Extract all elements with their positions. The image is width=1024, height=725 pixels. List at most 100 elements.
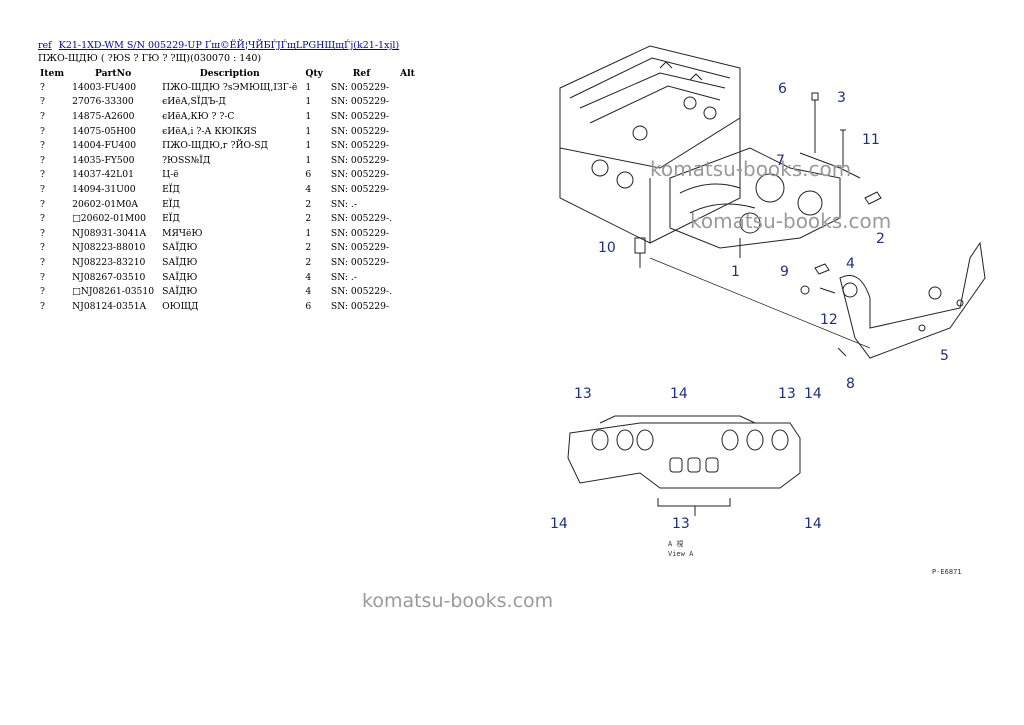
cell-item: ? xyxy=(40,96,45,108)
cell-desc: SАЇДЮ xyxy=(162,256,198,268)
cell-ref: SN: 005229- xyxy=(330,81,390,93)
callout-5: 5 xyxy=(940,348,949,364)
cell-desc: ОЮЩД xyxy=(162,300,199,312)
cell-item: ? xyxy=(40,271,45,283)
watermark-overlay-1: komatsu-books.com xyxy=(650,157,851,181)
view-a-kanji-label: A 視 xyxy=(668,539,683,548)
callout-4: 4 xyxy=(846,256,855,272)
cell-partno: 14075-05H00 xyxy=(72,125,136,137)
cell-partno: 14875-A2600 xyxy=(72,110,135,122)
cell-alt xyxy=(396,284,424,299)
bracket-drawing xyxy=(839,241,986,359)
callout-2: 2 xyxy=(876,231,885,247)
cell-qty: 1 xyxy=(305,110,312,122)
cell-alt xyxy=(396,124,424,139)
cell-qty: 4 xyxy=(305,183,312,195)
cell-qty: 1 xyxy=(305,227,312,239)
cell-alt xyxy=(396,226,424,241)
cell-ref: SN: 005229- xyxy=(330,256,390,268)
cell-ref: SN: 005229- xyxy=(330,169,390,181)
engine-block-drawing xyxy=(559,45,871,349)
callout-13-b: 13 xyxy=(778,386,796,402)
cell-alt xyxy=(396,270,424,285)
cell-item: ? xyxy=(40,110,45,122)
callout-3: 3 xyxy=(837,90,846,106)
cell-item: ? xyxy=(40,300,45,312)
cell-qty: 2 xyxy=(305,213,312,225)
cell-partno: 14004-FU400 xyxy=(72,140,137,152)
cell-desc: SАЇДЮ xyxy=(162,242,198,254)
cell-alt xyxy=(396,138,424,153)
cell-qty: 1 xyxy=(305,125,312,137)
cell-qty: 4 xyxy=(305,271,312,283)
cell-ref: SN: .- xyxy=(330,198,357,210)
cell-qty: 6 xyxy=(305,300,312,312)
cell-partno: 14094-31U00 xyxy=(72,183,136,195)
cell-ref: SN: 005229-. xyxy=(330,213,393,225)
gasket-view-drawing xyxy=(567,415,801,516)
cell-qty: 2 xyxy=(305,256,312,268)
callout-7: 7 xyxy=(776,153,785,169)
callout-8: 8 xyxy=(846,376,855,392)
cell-desc: ЕЇД xyxy=(162,213,180,225)
cell-desc: ЕЇД xyxy=(162,198,180,210)
cell-ref: SN: 005229- xyxy=(330,242,390,254)
cell-item: ? xyxy=(40,242,45,254)
col-header-qty: Qty xyxy=(305,67,323,79)
callout-13-a: 13 xyxy=(574,386,592,402)
cell-partno: 27076-33300 xyxy=(72,96,134,108)
figure-code: P-E6871 xyxy=(932,568,962,576)
parts-table: Item PartNo Description Qty Ref Alt ?140… xyxy=(36,66,424,314)
cell-alt xyxy=(396,211,424,226)
cell-ref: SN: 005229- xyxy=(330,154,390,166)
cell-ref: SN: 005229- xyxy=(330,140,390,152)
cell-desc: ЕЇД xyxy=(162,183,180,195)
col-header-ref: Ref xyxy=(352,67,371,79)
breadcrumb-model-link[interactable]: K21-1XD-WM S/N 005229-UP Ґш©ЁЙ¦ЧЙБЃЈЃщLP… xyxy=(58,40,400,51)
cell-item: ? xyxy=(40,286,45,298)
callout-labels: 1 2 3 4 5 6 7 8 9 10 11 12 13 14 13 14 1… xyxy=(550,81,949,532)
cell-ref: SN: 005229- xyxy=(330,227,390,239)
callout-14-b: 14 xyxy=(804,386,822,402)
cell-partno: 20602-01M0A xyxy=(72,198,139,210)
cell-desc: SАЇДЮ xyxy=(162,271,198,283)
parts-diagram: 1 2 3 4 5 6 7 8 9 10 11 12 13 14 13 14 1… xyxy=(550,45,986,576)
cell-ref: SN: 005229- xyxy=(330,300,390,312)
cell-item: ? xyxy=(40,227,45,239)
cell-qty: 2 xyxy=(305,198,312,210)
cell-alt xyxy=(396,182,424,197)
table-header-row: Item PartNo Description Qty Ref Alt xyxy=(36,66,424,80)
callout-11: 11 xyxy=(862,132,880,148)
cell-alt xyxy=(396,153,424,168)
cell-item: ? xyxy=(40,256,45,268)
cell-alt xyxy=(396,255,424,270)
cell-desc: ПЖО-ЩДЮ,г ?ЙО-SД xyxy=(162,140,268,152)
cell-alt xyxy=(396,299,424,314)
cell-qty: 2 xyxy=(305,242,312,254)
cell-desc: єИёА,SЇДЪ-Д xyxy=(162,96,226,108)
cell-partno: 14035-FY500 xyxy=(72,154,135,166)
cell-desc: МЯЧёЮ xyxy=(162,227,203,239)
cell-desc: Ц-ё xyxy=(162,169,179,181)
cell-qty: 1 xyxy=(305,96,312,108)
cell-qty: 1 xyxy=(305,81,312,93)
cell-ref: SN: .- xyxy=(330,271,357,283)
cell-alt xyxy=(396,168,424,183)
callout-9: 9 xyxy=(780,264,789,280)
cell-desc: єИёА,КЮ ? ?-С xyxy=(162,110,235,122)
breadcrumb-root-link[interactable]: ref xyxy=(38,40,52,51)
callout-14-d: 14 xyxy=(804,516,822,532)
cell-item: ? xyxy=(40,81,45,93)
